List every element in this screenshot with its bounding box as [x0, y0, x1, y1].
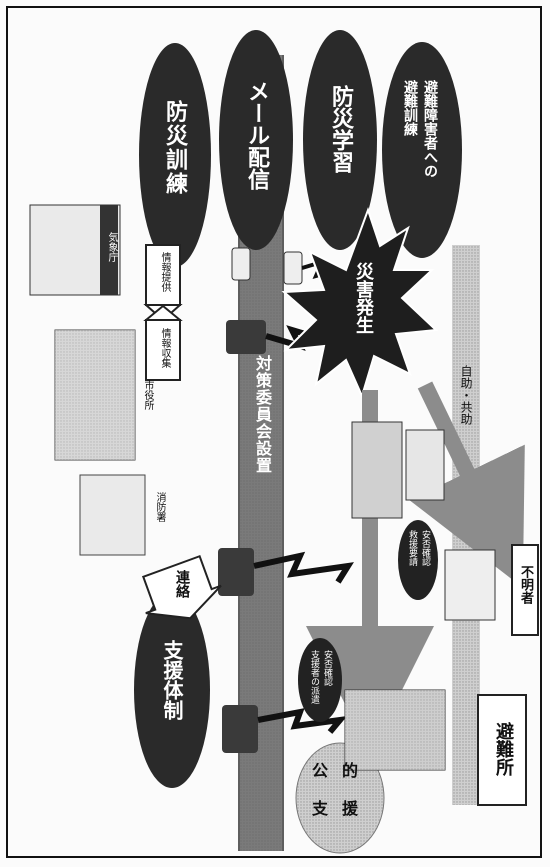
phone-icon	[222, 705, 258, 753]
phone-icon	[226, 320, 266, 354]
weather-agency-label: 気象庁	[104, 232, 119, 262]
support-system-label: 支援体制	[158, 640, 187, 720]
mobile-icon	[232, 248, 250, 280]
document-icon	[406, 430, 444, 500]
public-support-label: 公的 支援	[312, 762, 372, 818]
fire-station-building	[80, 475, 145, 555]
char: 援	[342, 800, 358, 818]
oval-study-label: 防災学習	[324, 85, 356, 195]
self-help-band	[452, 245, 480, 805]
char: 支	[312, 800, 328, 818]
char: 的	[342, 762, 358, 780]
safety-right-label: 安否確認 救援要請	[406, 530, 432, 566]
document-icon	[352, 422, 402, 518]
renraku-label: 連絡	[172, 570, 192, 598]
oval-evacuation-label: 避難障害者への 避難訓練	[400, 80, 440, 230]
safety-left-label: 安否確認 支援者の派遣	[308, 650, 334, 704]
self-help-label: 自助・共助	[458, 365, 475, 425]
char: 公	[312, 762, 328, 780]
phone-icon	[218, 548, 254, 596]
city-hall-label: 市役所	[140, 380, 155, 410]
missing-label: 不明者	[516, 565, 535, 604]
mobile-icon	[284, 252, 302, 284]
info-collect-label: 情報収集	[157, 328, 172, 368]
shelter-label: 避難所	[490, 722, 516, 776]
oval-mail-label: メール配信	[240, 80, 272, 205]
person-icon	[445, 550, 495, 620]
hq-label: 対策委員会設置	[250, 355, 274, 474]
info-share-label: 情報提供	[157, 252, 172, 292]
oval-drill-label: 防災訓練	[158, 100, 190, 210]
disaster-label: 災害発生	[350, 262, 376, 334]
fire-station-label: 消防署	[152, 492, 167, 522]
